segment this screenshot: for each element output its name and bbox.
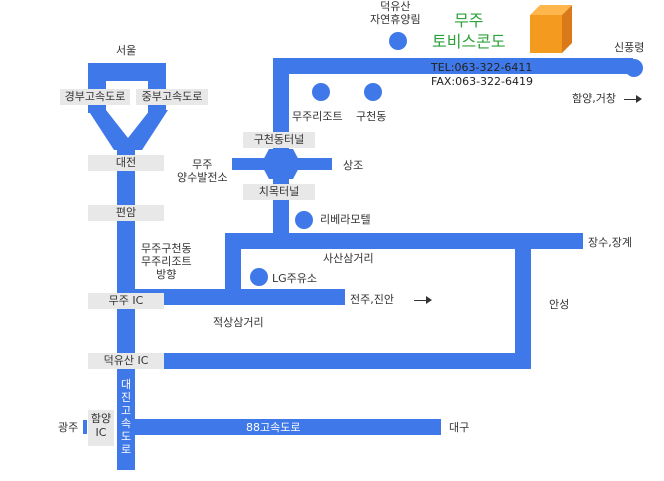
label-gucheondong-tunnel: 구천동터널 — [243, 132, 315, 148]
label-hamyang-ic: 함양 IC — [88, 410, 114, 446]
location-dot-icon-resort — [312, 83, 330, 101]
cube-building-icon — [530, 5, 572, 53]
resort-title: 무주 토비스콘도 — [432, 11, 506, 51]
arrow-right-icon-jeonju-head — [426, 296, 432, 304]
road-muju-to-sasan — [225, 233, 241, 303]
arrow-right-icon-hamyang-head — [636, 95, 642, 103]
location-dot-icon-forest — [389, 32, 407, 50]
label-muju-pumping: 무주 양수발전소 — [177, 158, 228, 184]
arrow-right-icon-hamyang — [624, 99, 636, 100]
label-daegu: 대구 — [449, 421, 470, 434]
arrow-right-icon-jeonju — [414, 300, 426, 301]
label-muju-ic: 무주 IC — [88, 293, 164, 309]
location-dot-icon-sinpung — [625, 59, 643, 77]
road-deogyusan-ic-east — [162, 353, 531, 369]
road-gwangju-stub — [83, 420, 87, 434]
label-pyeongam: 편암 — [88, 205, 164, 221]
label-deogyusan-forest: 덕유산 자연휴양림 — [370, 0, 421, 26]
label-lg-station: LG주유소 — [272, 272, 318, 285]
label-gyeongbu: 경부고속도로 — [60, 89, 130, 105]
label-jangsu: 장수,장계 — [588, 236, 632, 249]
label-direction-note: 무주구천동 무주리조트 방향 — [141, 242, 192, 281]
location-dot-icon-gucheon — [364, 83, 382, 101]
label-chimok-tunnel: 치목터널 — [243, 184, 315, 200]
label-seoul: 서울 — [116, 44, 137, 57]
location-dot-icon-riviera — [295, 211, 313, 229]
label-muju-resort: 무주리조트 — [292, 110, 343, 123]
label-anseong: 안성 — [549, 298, 570, 311]
location-dot-icon-lg — [250, 268, 268, 286]
label-deogyusan-ic: 덕유산 IC — [88, 353, 164, 369]
label-riviera: 리베라모텔 — [320, 213, 371, 226]
road-top-horizontal — [273, 58, 633, 74]
label-sangjo: 상조 — [343, 159, 364, 172]
label-hamyang: 함양 IC — [90, 412, 112, 439]
label-gwangju: 광주 — [58, 421, 79, 434]
road-seoul-top — [88, 63, 166, 81]
label-sinpungryeong: 신풍령 — [614, 41, 645, 54]
label-hamyang-geochang: 함양,거창 — [572, 92, 616, 105]
road-merge — [88, 110, 168, 150]
label-jungbu: 중부고속도로 — [136, 89, 208, 105]
road-88-expressway — [135, 419, 441, 435]
label-tel: TEL:063-322-6411 — [431, 61, 533, 74]
label-sasan: 사산삼거리 — [323, 252, 374, 265]
junction-hexagon — [261, 149, 301, 179]
label-jeonju: 전주,진안 — [350, 293, 394, 306]
label-daejeon: 대전 — [88, 155, 164, 171]
label-88-expressway: 88고속도로 — [246, 421, 301, 434]
road-anseong-vertical — [515, 233, 531, 369]
road-main-vertical — [117, 150, 135, 470]
label-jeoksang: 적상삼거리 — [213, 316, 264, 329]
label-gucheondong: 구천동 — [356, 110, 387, 123]
label-fax: FAX:063-322-6419 — [431, 75, 534, 88]
road-jangsu — [225, 233, 583, 249]
